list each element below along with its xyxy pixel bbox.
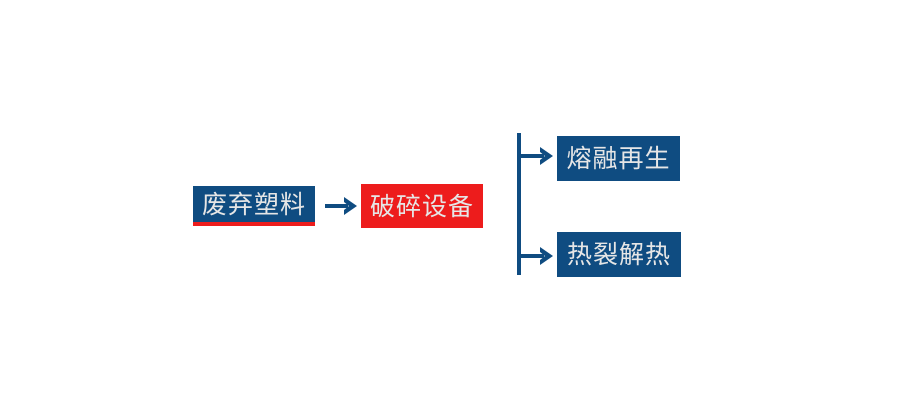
node-source[interactable]: 废弃塑料 [193,186,315,226]
node-source-label: 废弃塑料 [201,189,306,219]
branch-split-icon [517,133,553,275]
node-output-1-label: 熔融再生 [566,144,671,173]
node-output-2-label: 热裂解热 [566,240,671,269]
node-output-2[interactable]: 热裂解热 [557,232,681,277]
node-output-1[interactable]: 熔融再生 [557,136,680,181]
node-process-label: 破碎设备 [369,191,474,221]
node-process[interactable]: 破碎设备 [361,184,483,228]
arrow-right-icon [325,197,357,215]
